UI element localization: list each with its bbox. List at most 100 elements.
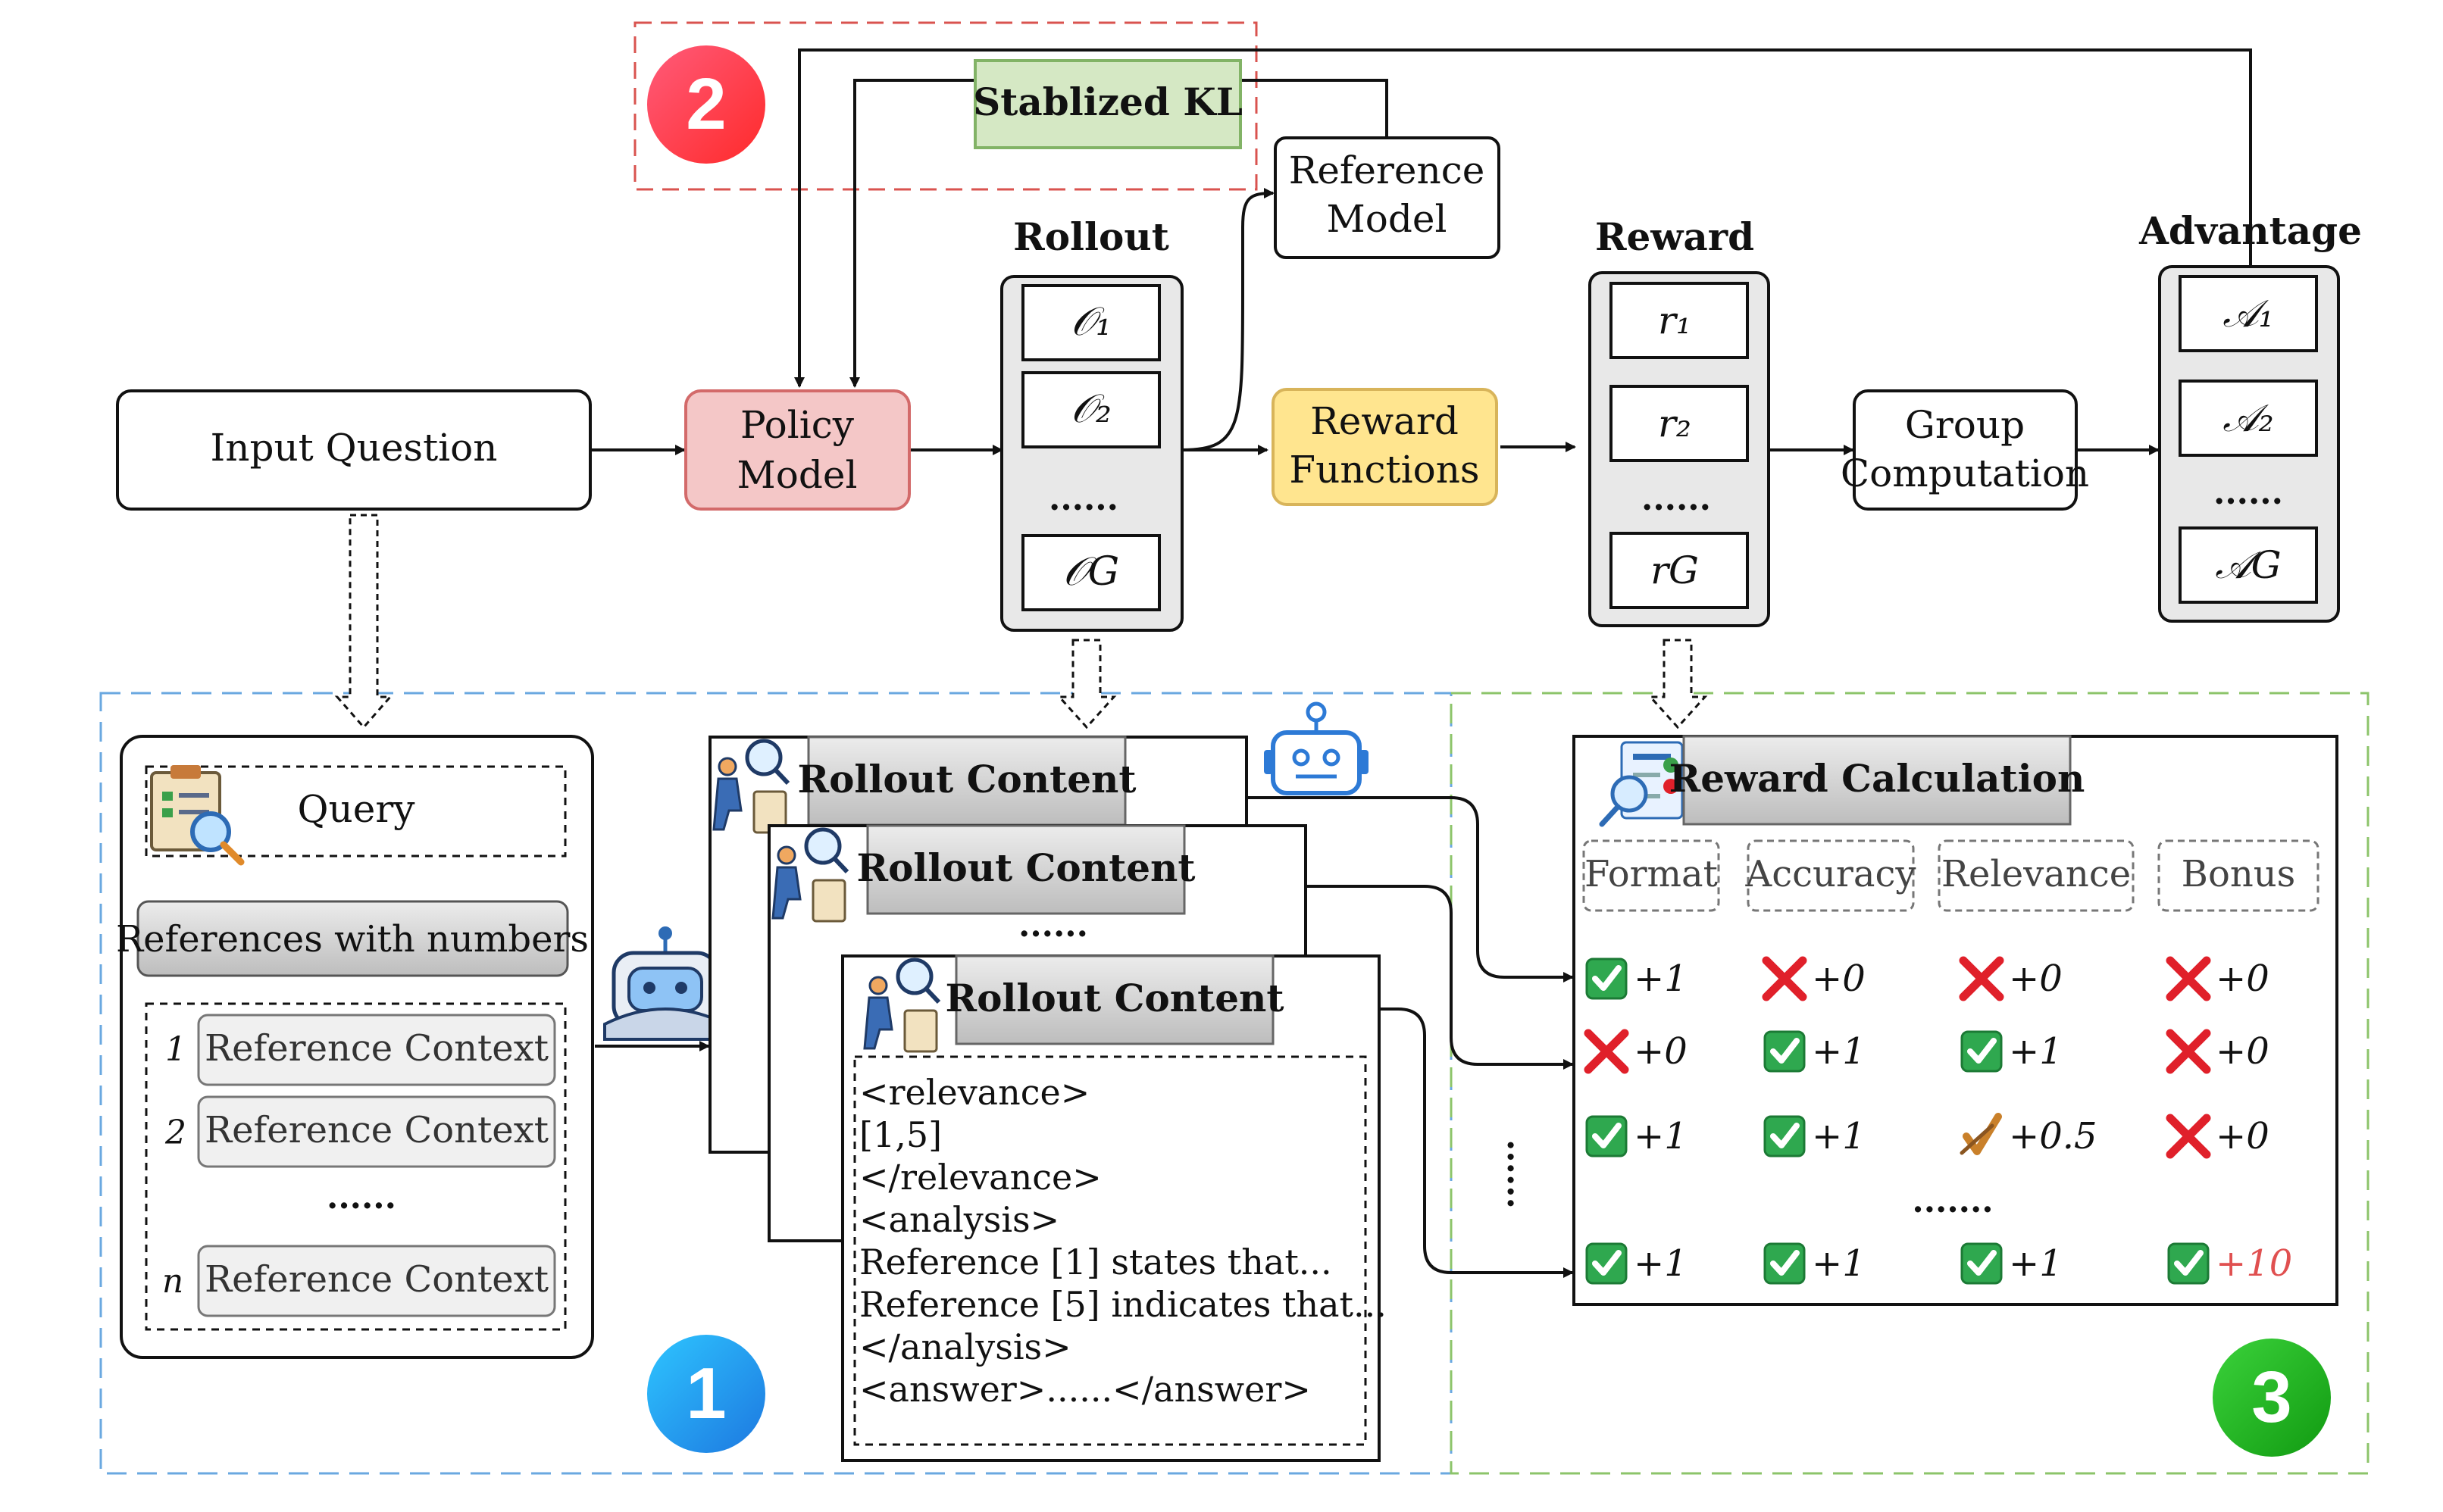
check-icon (1763, 1115, 1806, 1157)
reward-header: Relevance (1938, 839, 2135, 912)
reward-cell: +1 (1763, 1115, 1866, 1157)
svg-text:Group: Group (1905, 403, 2025, 447)
svg-text:𝒜₂: 𝒜₂ (2222, 396, 2273, 440)
robot-icon (1264, 701, 1369, 795)
reward-value: +0 (2216, 1030, 2269, 1073)
reward-value: +1 (1812, 1115, 1866, 1157)
svg-text:</relevance>: </relevance> (859, 1157, 1102, 1198)
reward-dots: ...... (1641, 480, 1711, 518)
reward-value: +0 (1812, 957, 1866, 1000)
cross-icon (1762, 956, 1807, 1001)
person-clipboard-icon (863, 957, 941, 1053)
reward-item: r₁ (1609, 282, 1749, 359)
rollout-output-text: <relevance> [1,5] </relevance> <analysis… (859, 1072, 1387, 1410)
down-arrow-reward (1647, 639, 1708, 729)
query-panel: Query References with numbers 1 Referenc… (116, 735, 594, 1359)
down-arrow-rollout (1056, 639, 1117, 729)
svg-text:𝒜G: 𝒜G (2215, 543, 2281, 587)
section-3-frame (1450, 692, 2369, 1475)
svg-text:Reference: Reference (1289, 148, 1485, 192)
svg-text:Functions: Functions (1289, 448, 1479, 492)
arrow-card3-to-reward (1379, 1007, 1574, 1278)
svg-text:Rollout Content: Rollout Content (946, 976, 1284, 1020)
check-icon (1960, 1242, 2003, 1285)
reward-value: +1 (1634, 957, 1688, 1000)
reward-value: +0 (2009, 957, 2063, 1000)
stablized-kl-box: Stablized KL (973, 59, 1243, 149)
reward-grid-dots: ....... (1912, 1182, 1993, 1220)
reward-item: r₂ (1609, 385, 1749, 462)
svg-text:Reference Context: Reference Context (205, 1109, 549, 1151)
partial-check-icon (1960, 1113, 2002, 1155)
svg-text:<relevance>: <relevance> (859, 1072, 1090, 1113)
svg-text:𝒜₁: 𝒜₁ (2222, 292, 2273, 336)
reward-header: Accuracy (1745, 839, 1916, 912)
svg-text:Input Question: Input Question (211, 426, 498, 470)
svg-text:Relevance: Relevance (1941, 853, 2131, 895)
rollout-item: 𝒪₁ (1021, 284, 1161, 361)
reference-context-item: n Reference Context (162, 1245, 556, 1317)
down-arrow-question (334, 514, 393, 729)
svg-text:Reference Context: Reference Context (205, 1258, 549, 1301)
reward-functions-box: Reward Functions (1272, 388, 1498, 506)
reward-cell: +1 (1763, 1030, 1866, 1073)
clipboard-search-icon (150, 765, 245, 866)
input-question-box: Input Question (116, 389, 592, 511)
svg-text:n: n (162, 1262, 183, 1301)
check-icon (1585, 1242, 1628, 1285)
svg-text:r₂: r₂ (1658, 401, 1691, 445)
svg-text:𝒪₁: 𝒪₁ (1071, 299, 1112, 345)
svg-text:References with numbers: References with numbers (116, 918, 589, 961)
badge-3: 3 (2213, 1339, 2331, 1457)
svg-text:rG: rG (1650, 548, 1699, 592)
cross-icon (1959, 956, 2004, 1001)
references-with-numbers-box: References with numbers (116, 900, 589, 977)
svg-text:Reward: Reward (1310, 399, 1459, 443)
svg-text:[1,5]: [1,5] (859, 1114, 942, 1155)
reward-cell: +1 (1585, 1242, 1688, 1285)
svg-text:Reference Context: Reference Context (205, 1027, 549, 1070)
svg-text:Accuracy: Accuracy (1745, 853, 1916, 895)
reward-stack: r₁ r₂ ...... rG (1588, 271, 1770, 627)
check-icon (1585, 957, 1628, 1000)
arrow-card2-to-reward (1306, 885, 1574, 1070)
reward-cell: +0 (1959, 956, 2063, 1001)
reward-cell: +0 (2166, 956, 2269, 1001)
robot-icon (603, 926, 727, 1041)
reward-cell: +10 (2167, 1242, 2292, 1285)
svg-text:Computation: Computation (1841, 451, 2089, 495)
svg-text:</analysis>: </analysis> (859, 1326, 1071, 1367)
person-clipboard-icon (712, 739, 790, 834)
reward-value: +0 (2216, 957, 2269, 1000)
rollout-stack: 𝒪₁ 𝒪₂ ...... 𝒪G (1000, 275, 1184, 632)
advantage-feedback-line (794, 48, 2252, 388)
arrow-rollout-to-reference (1181, 188, 1275, 451)
arrow-card1-to-reward (1247, 796, 1574, 982)
check-icon (1960, 1030, 2003, 1073)
query-label: Query (298, 787, 416, 831)
advantage-item: 𝒜₂ (2179, 380, 2318, 457)
reward-value: +0 (2216, 1115, 2269, 1157)
reward-value: +1 (1634, 1242, 1688, 1285)
reward-value: +1 (2009, 1030, 2063, 1073)
svg-text:2: 2 (686, 64, 726, 145)
reference-context-item: 1 Reference Context (165, 1014, 556, 1086)
rollout-output-frame (853, 1055, 1367, 1446)
check-icon (2167, 1242, 2210, 1285)
svg-text:2: 2 (164, 1114, 186, 1152)
reward-cell: +0 (2166, 1029, 2269, 1074)
reference-context-item: 2 Reference Context (164, 1095, 556, 1168)
reward-cell: +0 (2166, 1114, 2269, 1159)
badge-2: 2 (647, 45, 765, 164)
svg-text:<analysis>: <analysis> (859, 1199, 1059, 1240)
svg-text:Reference [1] states that...: Reference [1] states that... (859, 1242, 1332, 1282)
reward-cell: +1 (1585, 957, 1688, 1000)
check-icon (1585, 1115, 1628, 1157)
rollout-content-dots: ...... (1018, 906, 1088, 945)
reward-value: +0.5 (2009, 1115, 2097, 1157)
svg-text:Stablized KL: Stablized KL (973, 80, 1243, 124)
svg-text:Model: Model (737, 453, 858, 497)
cross-icon (2166, 1114, 2211, 1159)
svg-text:3: 3 (2251, 1357, 2291, 1438)
